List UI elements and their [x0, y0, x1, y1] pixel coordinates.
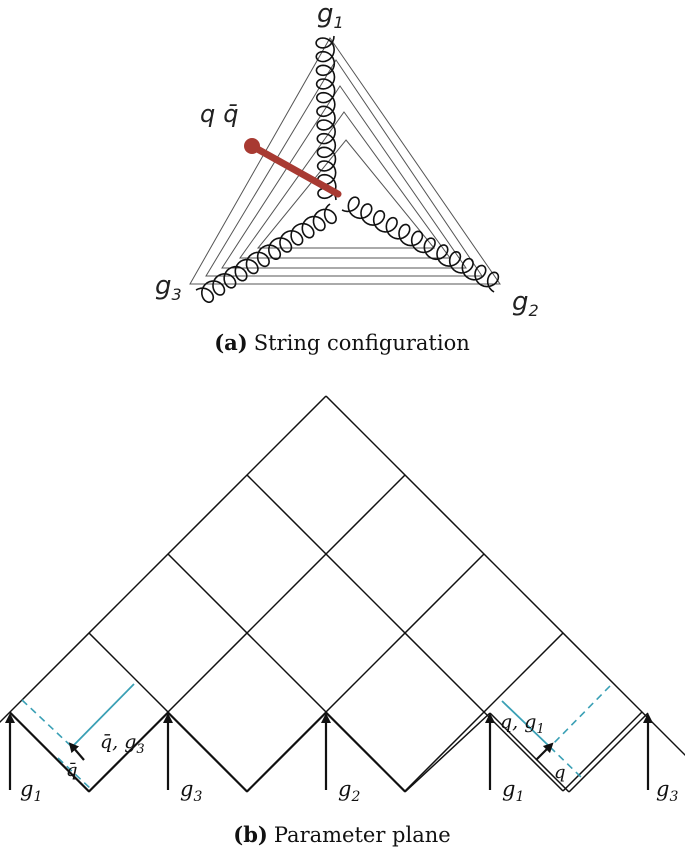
grid-zigzag-3	[246, 712, 327, 793]
gluon-coil-g3	[195, 203, 337, 303]
caption-a: (a)String configuration	[214, 330, 470, 355]
quark-endpoint	[244, 138, 260, 154]
vertical-arrows	[5, 713, 653, 790]
teal-dashed-left-2	[57, 757, 93, 791]
gluon-coil-g1	[315, 35, 337, 201]
teal-solid-left	[71, 683, 135, 748]
grid-zigzag-4	[325, 712, 406, 793]
teal-dashed-right	[549, 685, 611, 748]
bottom-label-0: g1	[20, 777, 42, 805]
bottom-label-4: g3	[656, 777, 678, 805]
grid-line-dl-3	[404, 632, 564, 792]
gluon-coil-g2	[341, 196, 500, 293]
grid-line-dl-0	[0, 395, 327, 724]
grid-zigzag-6	[489, 712, 570, 793]
grid-line-dl-4	[562, 711, 643, 792]
bottom-label-1: g3	[180, 777, 202, 805]
teal-solid-right	[501, 700, 551, 748]
label-q-arrow: q	[554, 762, 566, 783]
bottom-label-3: g1	[502, 777, 524, 805]
qbar-arrow	[68, 742, 85, 761]
bottom-labels: g1 g3 g2 g1 g3	[20, 777, 678, 805]
left-inset: q̄, g3 q̄	[21, 683, 145, 791]
grid-zigzag-5	[404, 712, 491, 793]
grid-zigzag-1	[88, 712, 169, 793]
panel-b-parameter-plane: q̄, g3 q̄ q, g1 q g1 g3 g2 g1 g3 (b)Para…	[0, 395, 685, 847]
right-inset: q, g1 q	[500, 685, 611, 783]
grid-zigzag-2	[167, 712, 248, 793]
label-q-g1: q, g1	[500, 711, 545, 737]
quark-antiquark-rod	[248, 142, 342, 198]
bottom-label-2: g2	[338, 777, 360, 805]
teal-dashed-left	[21, 699, 73, 748]
teal-dashed-right-2	[549, 746, 583, 779]
q-arrow	[535, 742, 554, 761]
label-qbar-arrow: q̄	[66, 760, 78, 781]
label-g1: g1	[317, 0, 344, 32]
label-g2: g2	[512, 287, 539, 320]
string-triangles	[189, 37, 501, 285]
caption-b: (b)Parameter plane	[233, 822, 450, 847]
grid-zigzag-0	[9, 712, 90, 793]
label-qbar-g3: q̄, g3	[100, 731, 145, 757]
grid-line-dr-0	[325, 395, 685, 757]
label-g3: g3	[155, 271, 182, 304]
grid-zigzag-7	[568, 712, 649, 793]
parameter-grid	[0, 395, 685, 793]
